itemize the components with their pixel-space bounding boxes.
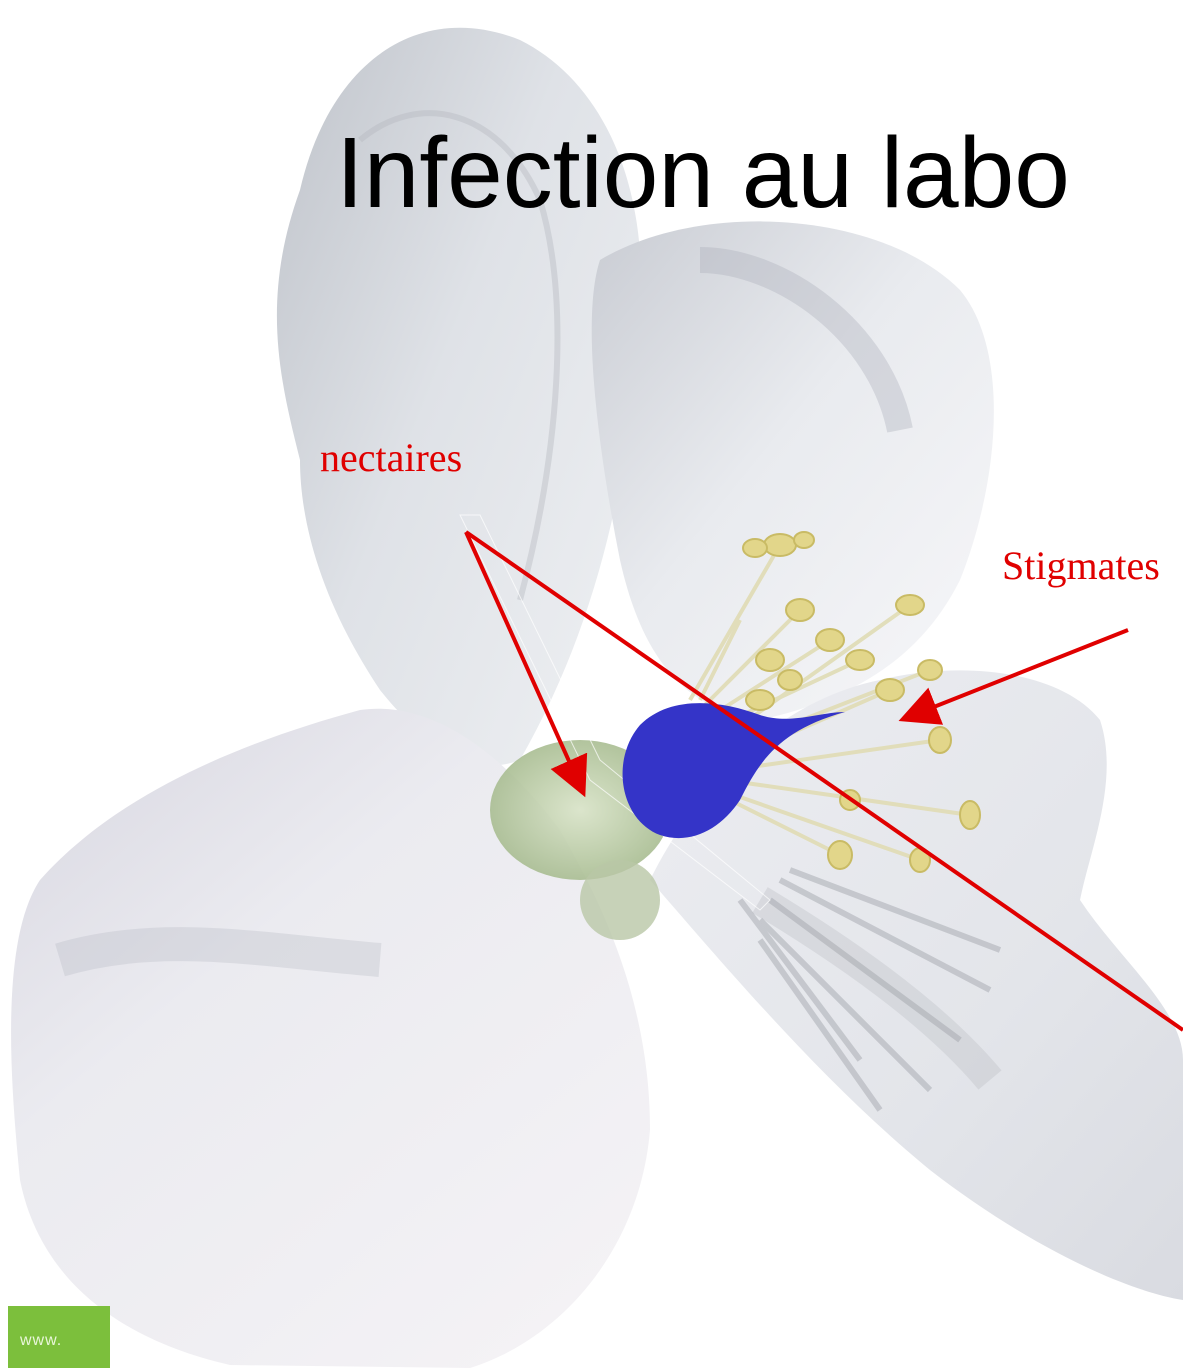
slide-title: Infection au labo (336, 118, 1070, 228)
label-stigmates: Stigmates (1002, 544, 1160, 588)
logo-badge: www. (8, 1306, 110, 1368)
logo-text: www. (20, 1332, 62, 1350)
label-nectaires: nectaires (320, 436, 462, 480)
